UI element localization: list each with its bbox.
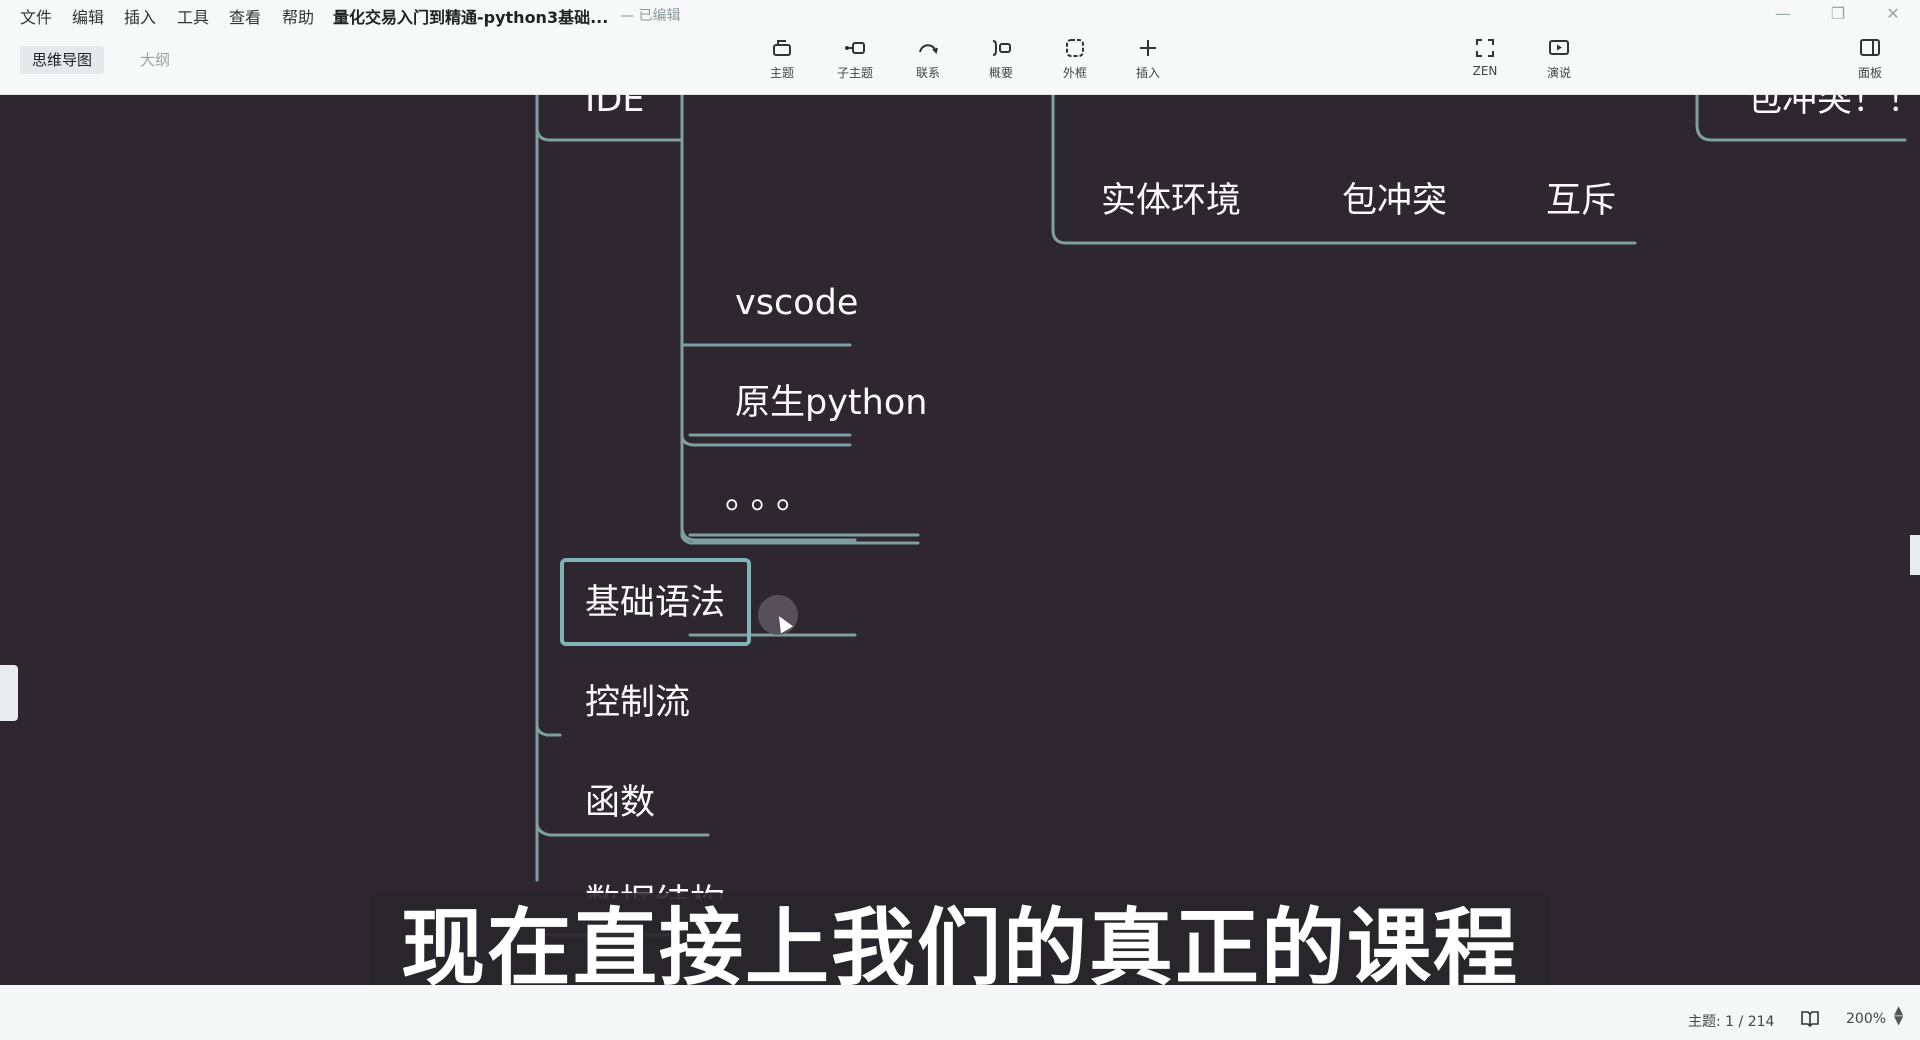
minimize-icon[interactable]: — [1775, 4, 1791, 23]
topic-vscode[interactable]: vscode [735, 283, 859, 323]
insert-button[interactable]: 插入 [1118, 36, 1178, 81]
panel-icon [1840, 36, 1900, 60]
menu-edit[interactable]: 编辑 [72, 8, 105, 27]
plus-icon [1118, 36, 1178, 60]
boundary-label: 外框 [1062, 66, 1087, 80]
zoom-level[interactable]: 200% [1846, 1011, 1887, 1027]
right-scroll-handle[interactable] [1910, 535, 1920, 575]
summary-label: 概要 [988, 66, 1013, 80]
selected-topic-frame[interactable] [560, 558, 751, 646]
book-icon[interactable] [1800, 1009, 1820, 1031]
relation-button[interactable]: 联系 [898, 36, 958, 81]
menu-view[interactable]: 查看 [229, 8, 262, 27]
summary-button[interactable]: 概要 [971, 36, 1031, 81]
topic-basic-syntax[interactable]: 基础语法 [585, 583, 726, 623]
topic-count: 主题: 1 / 214 [1688, 1014, 1775, 1030]
relation-label: 联系 [915, 66, 940, 80]
mindmap-canvas[interactable]: IDE 包冲突！！ 实体环境 包冲突 互斥 vscode 原生python 。。… [0, 95, 1920, 985]
menu-insert[interactable]: 插入 [124, 8, 157, 27]
menu-tools[interactable]: 工具 [177, 8, 210, 27]
summary-icon [971, 36, 1031, 60]
topic-entity-environment[interactable]: 实体环境 [1101, 181, 1242, 221]
left-panel-toggle[interactable] [0, 665, 18, 721]
topic-label: 主题 [769, 66, 794, 80]
topic-ide[interactable]: IDE [585, 95, 645, 120]
boundary-icon [1045, 36, 1105, 60]
present-button[interactable]: 演说 [1529, 36, 1589, 81]
fullscreen-icon [1455, 36, 1515, 60]
menu-file[interactable]: 文件 [20, 8, 53, 27]
toolbar: 思维导图 大纲 主题 子主题 联系 概要 外框 插入 [0, 28, 1920, 95]
zen-button[interactable]: ZEN [1455, 36, 1515, 78]
topic-button[interactable]: 主题 [752, 36, 812, 81]
topic-control-flow[interactable]: 控制流 [585, 683, 691, 723]
title-bar: 文件 编辑 插入 工具 查看 帮助 量化交易入门到精通-python3基础...… [0, 0, 1920, 28]
subtopic-label: 子主题 [836, 66, 873, 80]
tab-outline[interactable]: 大纲 [140, 51, 171, 69]
insert-label: 插入 [1135, 66, 1160, 80]
boundary-button[interactable]: 外框 [1045, 36, 1105, 81]
zoom-stepper-icon[interactable]: ▲▼ [1894, 1003, 1904, 1027]
subtopic-icon [825, 36, 885, 60]
relation-icon [898, 36, 958, 60]
topic-package-conflict-excl[interactable]: 包冲突！！ [1747, 95, 1920, 120]
panel-label: 面板 [1857, 66, 1882, 80]
topic-ellipsis[interactable]: 。。。 [725, 477, 820, 517]
topic-package-conflict[interactable]: 包冲突 [1342, 181, 1448, 221]
zen-label: ZEN [1472, 64, 1498, 78]
add-subtopic-handle[interactable] [758, 595, 798, 635]
close-icon[interactable]: ✕ [1886, 4, 1900, 23]
video-subtitle: 现在直接上我们的真正的课程 [370, 893, 1550, 1003]
document-status: — 已编辑 [620, 8, 681, 24]
present-label: 演说 [1546, 66, 1571, 80]
topic-mutex[interactable]: 互斥 [1546, 181, 1617, 221]
connector-lines [535, 95, 1907, 937]
status-bar: 主题: 1 / 214 200% ▲▼ [0, 985, 1920, 1040]
subtopic-button[interactable]: 子主题 [825, 36, 885, 81]
tab-mindmap[interactable]: 思维导图 [20, 46, 105, 74]
play-icon [1529, 36, 1589, 60]
menu-help[interactable]: 帮助 [282, 8, 315, 27]
topic-icon [752, 36, 812, 60]
restore-icon[interactable]: ❐ [1830, 4, 1846, 23]
panel-button[interactable]: 面板 [1840, 36, 1900, 81]
topic-functions[interactable]: 函数 [585, 783, 656, 823]
topic-native-python[interactable]: 原生python [735, 383, 928, 423]
document-title: 量化交易入门到精通-python3基础... [333, 8, 609, 27]
